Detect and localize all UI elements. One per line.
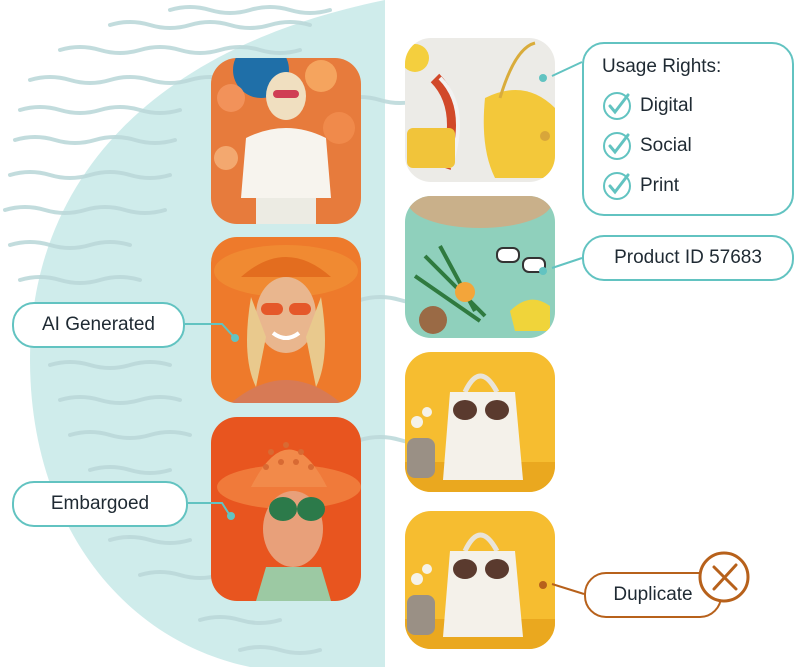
usage-rights-panel: Usage Rights: Digital Social Print	[582, 42, 794, 216]
usage-rights-title: Usage Rights:	[602, 56, 722, 77]
product-id-tag: Product ID 57683	[582, 235, 794, 281]
photo-yellow-bag-accessories	[405, 38, 555, 182]
check-circle-icon	[603, 132, 631, 160]
usage-right-row: Print	[602, 166, 774, 206]
photo-woman-green-sunglasses	[211, 417, 361, 601]
photo-tote-bag-duplicate	[405, 511, 555, 649]
x-circle-icon	[698, 551, 750, 603]
photo-tote-bag-sunglasses	[405, 352, 555, 492]
duplicate-tag: Duplicate	[584, 572, 722, 618]
duplicate-label: Duplicate	[613, 584, 693, 605]
check-circle-icon	[603, 172, 631, 200]
usage-right-label: Social	[640, 135, 692, 156]
embargoed-tag: Embargoed	[12, 481, 188, 527]
photo-straw-hat-beach-items	[405, 196, 555, 338]
photo-woman-white-blouse	[211, 58, 361, 224]
usage-right-row: Digital	[602, 86, 774, 126]
product-id-label: Product ID 57683	[614, 247, 762, 268]
ai-generated-label: AI Generated	[41, 314, 156, 335]
embargoed-label: Embargoed	[50, 493, 150, 514]
ai-generated-tag: AI Generated	[12, 302, 185, 348]
usage-right-label: Digital	[640, 95, 693, 116]
photo-woman-orange-hat	[211, 237, 361, 403]
usage-right-label: Print	[640, 175, 680, 196]
usage-right-row: Social	[602, 126, 774, 166]
check-circle-icon	[603, 92, 631, 120]
